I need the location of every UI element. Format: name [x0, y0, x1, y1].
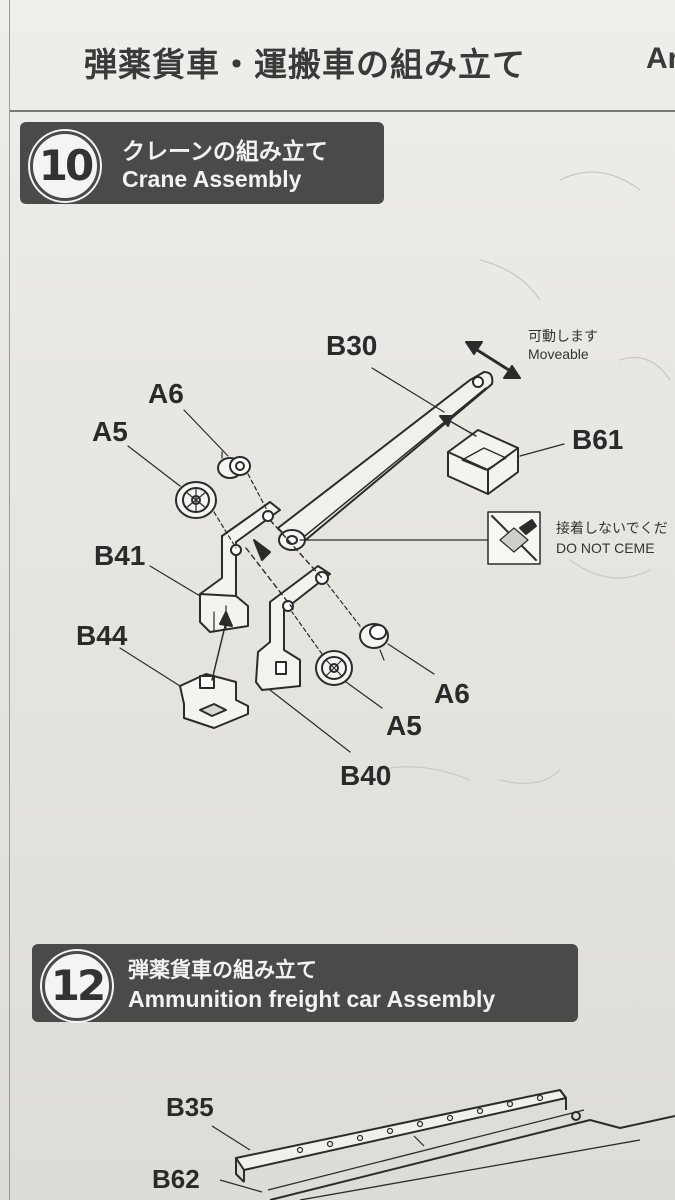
- label-a5-bottom: A5: [386, 710, 422, 741]
- freight-car-rails: [211, 1089, 675, 1200]
- part-a6-top: [217, 451, 251, 479]
- label-b62: B62: [152, 1164, 200, 1194]
- label-a6-bottom: A6: [434, 678, 470, 709]
- double-arrow-icon: [465, 341, 521, 379]
- label-a6-top: A6: [148, 378, 184, 409]
- faint-background-marks: [379, 171, 671, 784]
- step-12-number: 12: [42, 951, 112, 1021]
- crane-boom-b30: [277, 371, 494, 551]
- part-a5-top: [175, 481, 217, 519]
- page-title-en: Ar: [646, 42, 675, 75]
- part-a6-bottom: [359, 623, 389, 661]
- frame-b41: [199, 501, 281, 633]
- label-b35: B35: [166, 1092, 214, 1122]
- base-b44: [179, 673, 249, 729]
- page-header: 弾薬貨車・運搬車の組み立て Ar: [10, 0, 675, 112]
- label-b44: B44: [76, 620, 128, 651]
- label-b41: B41: [94, 540, 146, 571]
- step-10-title-jp: クレーンの組み立て: [122, 139, 328, 165]
- part-a5-bottom: [315, 650, 353, 686]
- weight-b61: [447, 429, 519, 495]
- label-b40: B40: [340, 760, 392, 791]
- label-b30: B30: [326, 330, 378, 361]
- no-cement-note-en: DO NOT CEME: [556, 540, 655, 556]
- step-12-title-en: Ammunition freight car Assembly: [128, 986, 496, 1012]
- step-10-number: 10: [30, 131, 100, 201]
- label-b61: B61: [572, 424, 624, 455]
- page-title: 弾薬貨車・運搬車の組み立て: [84, 45, 526, 84]
- step-12-banner: 12 弾薬貨車の組み立て Ammunition freight car Asse…: [32, 944, 578, 1022]
- step-10-title-en: Crane Assembly: [122, 166, 302, 192]
- no-cement-note-jp: 接着しないでくだ: [556, 521, 668, 537]
- moveable-note-jp: 可動します: [528, 329, 598, 345]
- page-border: [9, 0, 10, 1200]
- no-cement-icon: [487, 511, 541, 565]
- label-a5-top: A5: [92, 416, 128, 447]
- step-10-banner: 10 クレーンの組み立て Crane Assembly: [20, 122, 384, 204]
- moveable-note-en: Moveable: [528, 346, 589, 362]
- step-12-title-jp: 弾薬貨車の組み立て: [128, 958, 317, 982]
